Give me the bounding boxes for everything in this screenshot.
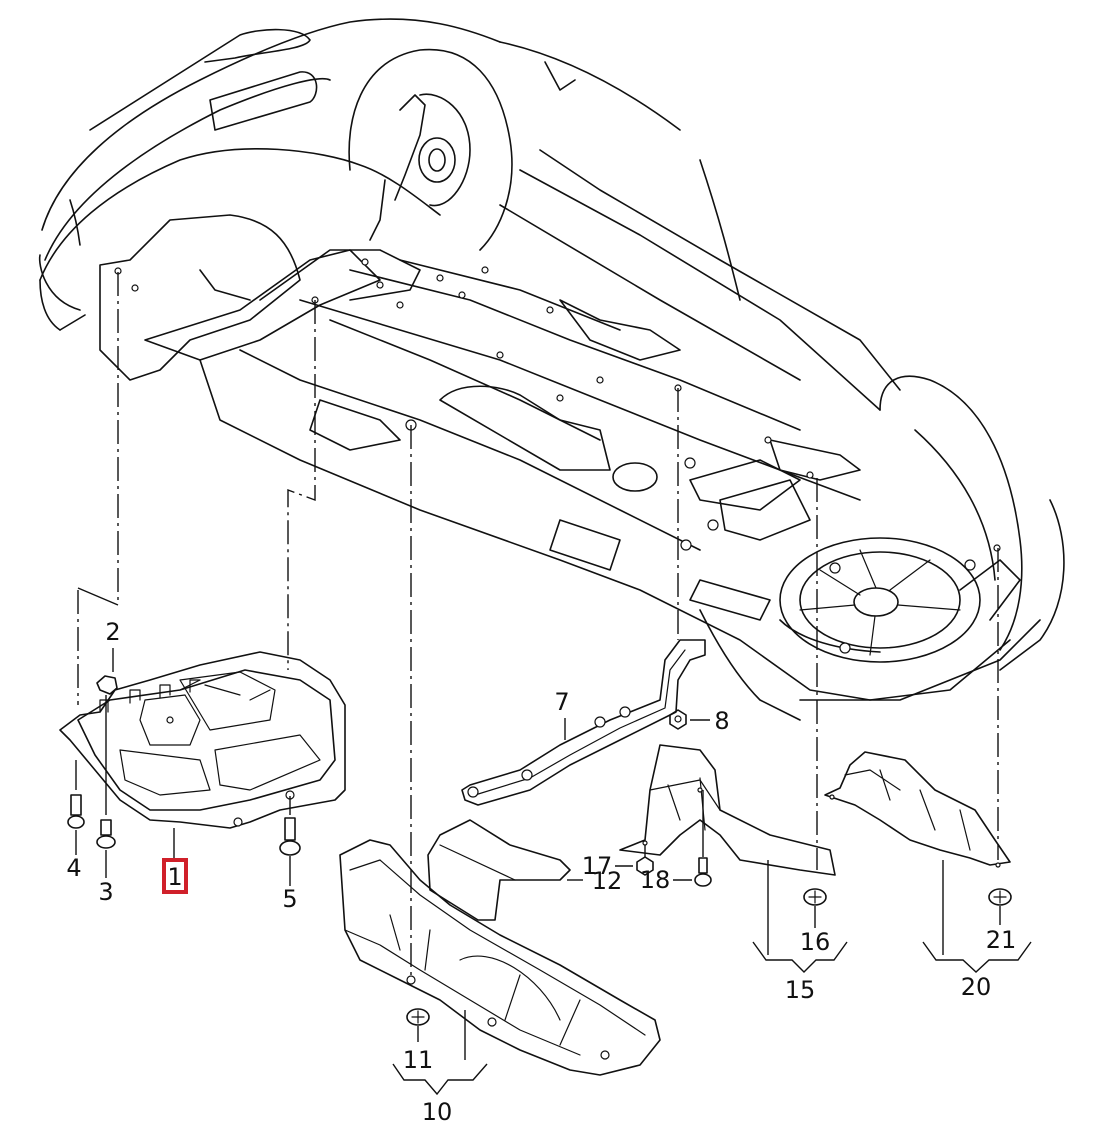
group-bracket-20 — [922, 941, 1032, 973]
callout-18[interactable]: 18 — [640, 866, 671, 894]
group-bracket-15 — [752, 941, 848, 973]
underbody-shield-middle-icon — [339, 839, 661, 1076]
underbody-shield-rear-left-icon — [619, 744, 836, 955]
callout-20[interactable]: 20 — [961, 973, 992, 1001]
heat-shield-icon — [427, 819, 583, 921]
callout-21[interactable]: 21 — [986, 926, 1017, 954]
speed-nut-icon — [988, 888, 1012, 925]
callout-1[interactable]: 1 — [167, 863, 182, 891]
trim-strip-icon — [461, 639, 706, 806]
callout-1-highlight — [162, 858, 188, 894]
callout-8[interactable]: 8 — [714, 707, 729, 735]
underbody-shield-rear-right-icon — [824, 751, 1011, 955]
callout-3[interactable]: 3 — [98, 878, 113, 906]
floor-holes — [114, 258, 1001, 654]
underride-guard-icon — [59, 651, 346, 829]
callout-17[interactable]: 17 — [582, 852, 613, 880]
screw-icon — [67, 760, 85, 829]
car-underbody-icon — [38, 18, 1065, 721]
callout-2[interactable]: 2 — [105, 618, 120, 646]
bolt-icon — [673, 790, 712, 887]
callout-5[interactable]: 5 — [282, 885, 297, 913]
callout-7[interactable]: 7 — [554, 688, 569, 716]
speed-nut-icon — [406, 1008, 430, 1042]
nut-icon — [615, 845, 654, 876]
screw-icon — [279, 796, 301, 856]
clip-icon — [96, 675, 118, 815]
speed-nut-icon — [803, 888, 827, 928]
callout-11[interactable]: 11 — [403, 1046, 434, 1074]
screw-icon — [96, 819, 116, 849]
callout-4[interactable]: 4 — [66, 854, 81, 882]
group-bracket-10 — [392, 1063, 488, 1096]
callout-10[interactable]: 10 — [422, 1098, 453, 1126]
callout-15[interactable]: 15 — [785, 976, 816, 1004]
callout-labels: 1 2 3 4 5 7 8 10 11 12 15 16 17 18 20 21 — [66, 618, 1016, 1126]
callout-16[interactable]: 16 — [800, 928, 831, 956]
nut-icon — [669, 709, 710, 730]
callout-12[interactable]: 12 — [592, 867, 623, 895]
assembly-lines — [77, 272, 999, 980]
